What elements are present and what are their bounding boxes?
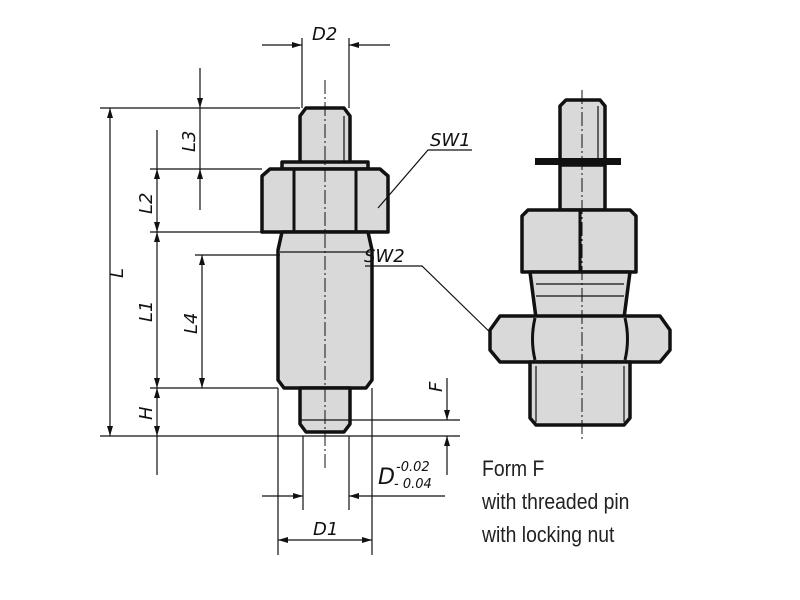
label-d2: D2 <box>312 24 337 45</box>
caption-locking-nut: with locking nut <box>482 522 615 547</box>
side-view-plunger <box>260 80 390 470</box>
label-l: L <box>107 268 128 278</box>
label-sw2: SW2 <box>364 246 405 267</box>
label-l3: L3 <box>179 131 200 152</box>
caption-form: Form F <box>482 456 545 481</box>
label-d-tol-lower: - 0.04 <box>394 477 432 492</box>
caption-threaded-pin: with threaded pin <box>482 489 630 514</box>
label-d-tol-upper: -0.02 <box>396 460 430 475</box>
extension-lines <box>100 38 460 555</box>
label-h: H <box>136 406 157 420</box>
label-l4: L4 <box>181 313 202 334</box>
label-d1: D1 <box>313 519 338 540</box>
label-d: D <box>378 465 395 490</box>
label-f: F <box>426 381 447 392</box>
perspective-view-with-locking-nut <box>488 90 672 440</box>
label-l2: L2 <box>136 193 157 214</box>
dimension-lines <box>107 42 501 543</box>
label-sw1: SW1 <box>430 130 471 151</box>
label-l1: L1 <box>136 301 157 322</box>
